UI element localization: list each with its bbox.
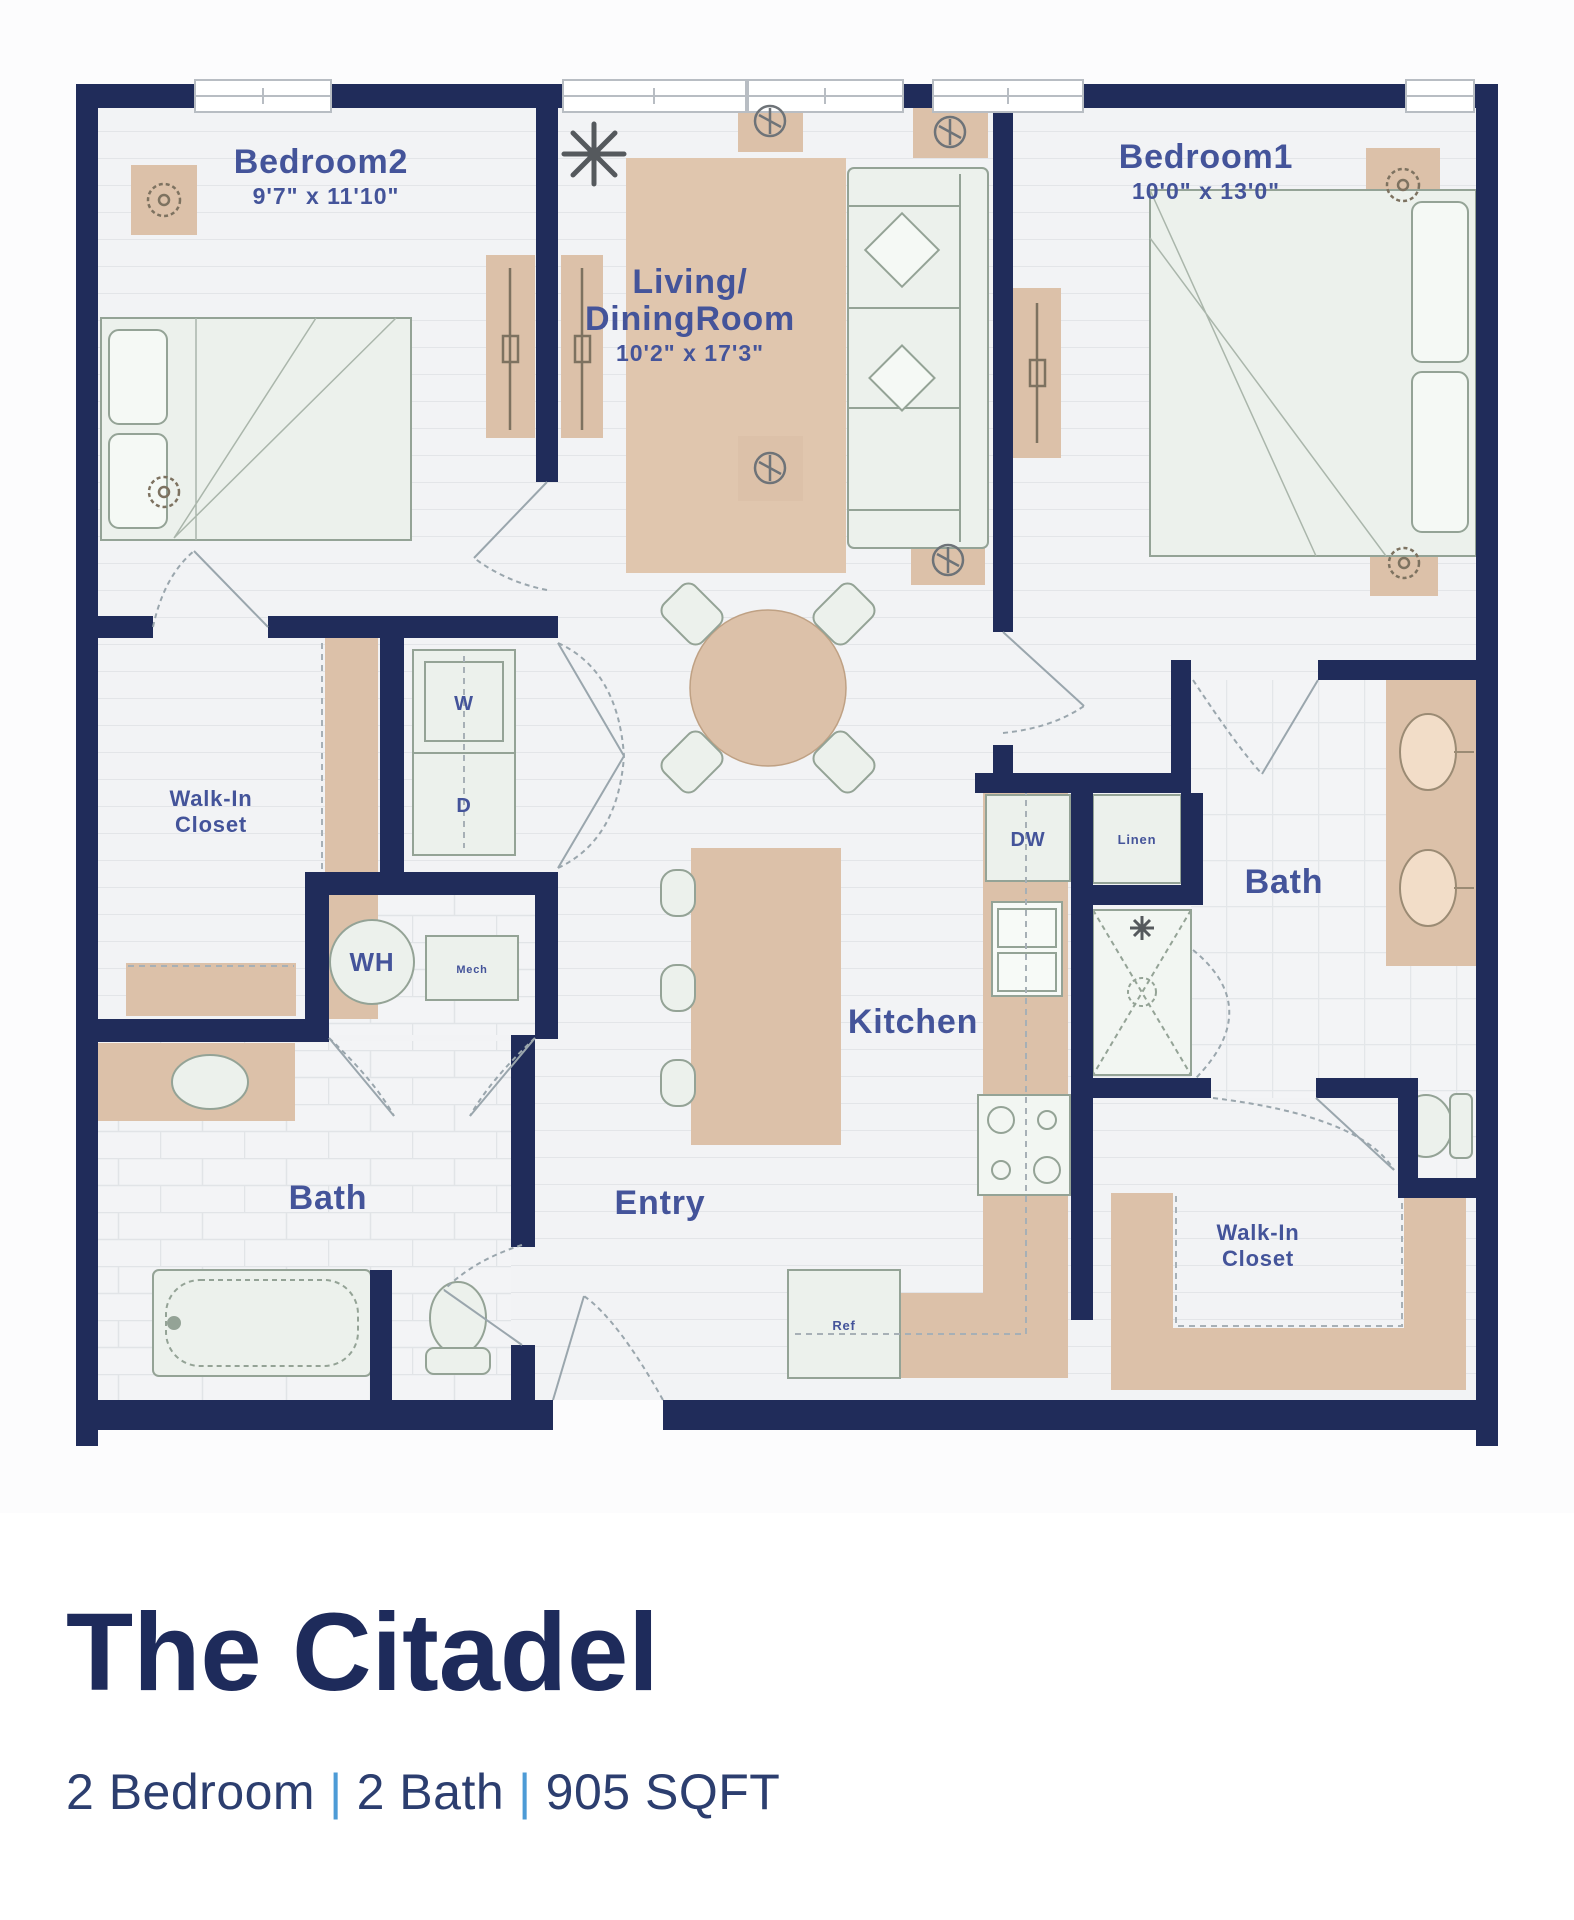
door xyxy=(1212,1097,1395,1171)
kitchen-label: Kitchen xyxy=(848,1003,978,1041)
plan-summary: 2 Bedroom|2 Bath|905 SQFT xyxy=(66,1763,1526,1821)
window xyxy=(1405,79,1475,113)
floor-lamp-icon xyxy=(501,268,520,430)
door xyxy=(1192,679,1319,775)
bath1-sink xyxy=(171,1054,249,1110)
kitchen-island xyxy=(691,848,841,1145)
entry-label: Entry xyxy=(615,1184,706,1222)
dining-table xyxy=(689,609,847,767)
door xyxy=(443,1244,523,1346)
separator: | xyxy=(518,1763,532,1820)
living-dims: 10'2" x 17'3" xyxy=(616,340,764,366)
door xyxy=(152,550,269,628)
water-heater xyxy=(329,919,415,1005)
door xyxy=(473,481,548,591)
bed-bedroom1 xyxy=(1149,189,1477,557)
door xyxy=(328,1037,536,1117)
water-heater-label: WH xyxy=(350,947,395,977)
island-stools xyxy=(660,869,696,1107)
stove xyxy=(977,1094,1071,1196)
ceiling-fan-icon xyxy=(753,104,787,138)
window xyxy=(562,79,747,113)
door-swings xyxy=(152,481,1395,1401)
toilet xyxy=(425,1281,491,1375)
lamp-icon xyxy=(147,475,181,509)
bed-bedroom2 xyxy=(100,317,412,541)
door xyxy=(1002,631,1085,734)
living-label-line2: DiningRoom xyxy=(585,300,795,338)
closet2-label-line1: Walk-In xyxy=(1216,1220,1299,1245)
dining-chairs xyxy=(660,582,876,794)
bedroom2-label: Bedroom2 xyxy=(234,143,409,181)
floor-lamp-icon xyxy=(1028,303,1047,443)
bedroom1-label: Bedroom1 xyxy=(1119,138,1294,176)
windows xyxy=(194,79,1475,113)
bedroom2-dims: 9'7" x 11'10" xyxy=(253,183,400,209)
refrigerator-box xyxy=(787,1269,901,1379)
floor-lamp-icon xyxy=(573,268,592,430)
dishwasher-label: DW xyxy=(1011,829,1046,851)
lamp-icon xyxy=(1387,546,1421,580)
mech-label: Mech xyxy=(456,964,487,976)
couch xyxy=(847,167,989,549)
living-rug xyxy=(626,158,846,573)
washer-label: W xyxy=(454,693,474,715)
mech-box xyxy=(425,935,519,1001)
separator: | xyxy=(329,1763,343,1820)
window xyxy=(194,79,332,113)
ceiling-fan-icon xyxy=(931,543,965,577)
door xyxy=(1192,949,1231,1079)
ceiling-fan-icon xyxy=(753,451,787,485)
bath2-label: Bath xyxy=(1245,863,1324,901)
ceiling-fan-icon xyxy=(933,115,967,149)
living-label-line1: Living/ xyxy=(632,263,747,301)
window xyxy=(932,79,1084,113)
page-title: The Citadel xyxy=(66,1591,659,1714)
lamp-icon xyxy=(1385,167,1421,203)
bed-count: 2 Bedroom xyxy=(66,1763,316,1820)
floor-plan: Bedroom2 9'7" x 11'10" Bedroom1 10'0" x … xyxy=(76,78,1498,1446)
lamp-icon xyxy=(146,182,182,218)
nightstand xyxy=(131,165,197,235)
labels: Bedroom2 9'7" x 11'10" Bedroom1 10'0" x … xyxy=(169,138,1324,1333)
floor-plan-drawing: Bedroom2 9'7" x 11'10" Bedroom1 10'0" x … xyxy=(76,79,1498,1446)
bathtub xyxy=(152,1269,372,1377)
closet2-shelf xyxy=(1404,1193,1466,1390)
plan-details: The Citadel 2 Bedroom|2 Bath|905 SQFT xyxy=(66,1595,1526,1821)
bath-count: 2 Bath xyxy=(356,1763,505,1820)
bedroom1-dims: 10'0" x 13'0" xyxy=(1132,178,1280,204)
walls xyxy=(76,84,1498,1446)
fridge-label: Ref xyxy=(832,1318,855,1333)
bath1-label: Bath xyxy=(289,1179,368,1217)
door xyxy=(557,642,625,869)
closet1-label-line2: Closet xyxy=(175,812,247,837)
bath2-sinks xyxy=(1399,713,1474,927)
door xyxy=(552,1295,664,1401)
dishwasher-box xyxy=(985,794,1071,882)
dryer-label: D xyxy=(456,795,471,817)
shower-head-icon xyxy=(1130,916,1154,940)
linen-label: Linen xyxy=(1118,832,1157,847)
closet1-label-line1: Walk-In xyxy=(169,786,252,811)
sqft: 905 SQFT xyxy=(545,1763,781,1820)
floor-plan-section: Bedroom2 9'7" x 11'10" Bedroom1 10'0" x … xyxy=(76,78,1498,1446)
closet-shelf xyxy=(126,963,296,1016)
closet2-label-line2: Closet xyxy=(1222,1246,1294,1271)
icon-glyphs xyxy=(146,104,1421,940)
plant-icon xyxy=(561,121,627,187)
